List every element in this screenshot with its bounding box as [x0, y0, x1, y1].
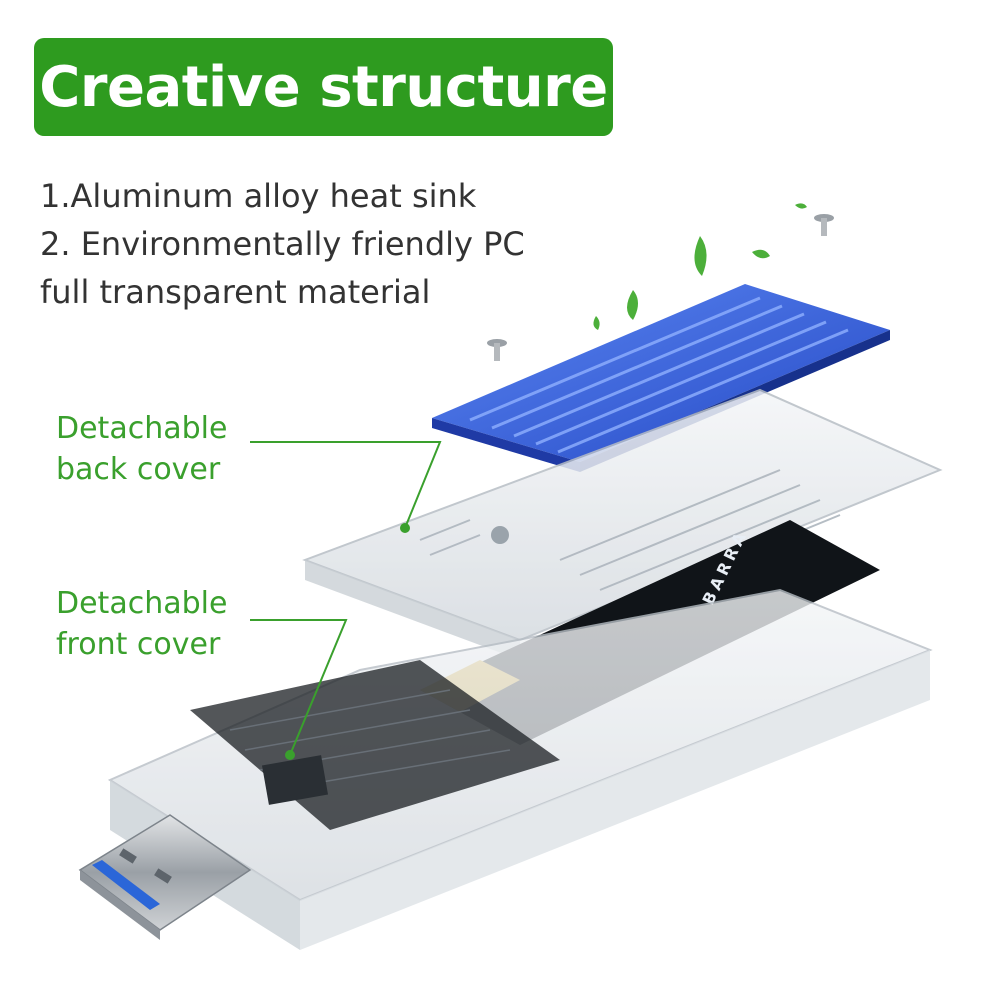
- feature-item-3: full transparent material: [40, 273, 431, 311]
- title-banner: Creative structure: [34, 38, 613, 136]
- leaf-icon: [752, 249, 770, 259]
- banner-title: Creative structure: [39, 54, 608, 120]
- leaf-icon: [795, 203, 807, 209]
- callout-back-line-2: back cover: [56, 452, 221, 487]
- leaf-icon: [627, 290, 638, 320]
- front-cover: [107, 588, 933, 950]
- callout-front-line: [250, 619, 348, 756]
- callout-back-line-1: Detachable: [56, 411, 228, 446]
- feature-item-1: 1.Aluminum alloy heat sink: [40, 177, 477, 215]
- callout-back-line: [250, 441, 442, 529]
- leaf-icon: [694, 236, 707, 276]
- usb-plug-icon: [78, 814, 252, 940]
- callout-back-cover: Detachable back cover: [56, 408, 227, 490]
- callout-front-line-2: front cover: [56, 627, 221, 662]
- callout-lines: [250, 441, 442, 760]
- leaf-icon: [593, 316, 600, 330]
- screw-icon: [487, 339, 507, 361]
- callout-front-line-1: Detachable: [56, 586, 228, 621]
- feature-list: 1.Aluminum alloy heat sink 2. Environmen…: [40, 172, 600, 316]
- callout-front-cover: Detachable front cover: [56, 583, 227, 665]
- feature-item-2: 2. Environmentally friendly PC: [40, 225, 525, 263]
- screw-icon: [814, 214, 834, 236]
